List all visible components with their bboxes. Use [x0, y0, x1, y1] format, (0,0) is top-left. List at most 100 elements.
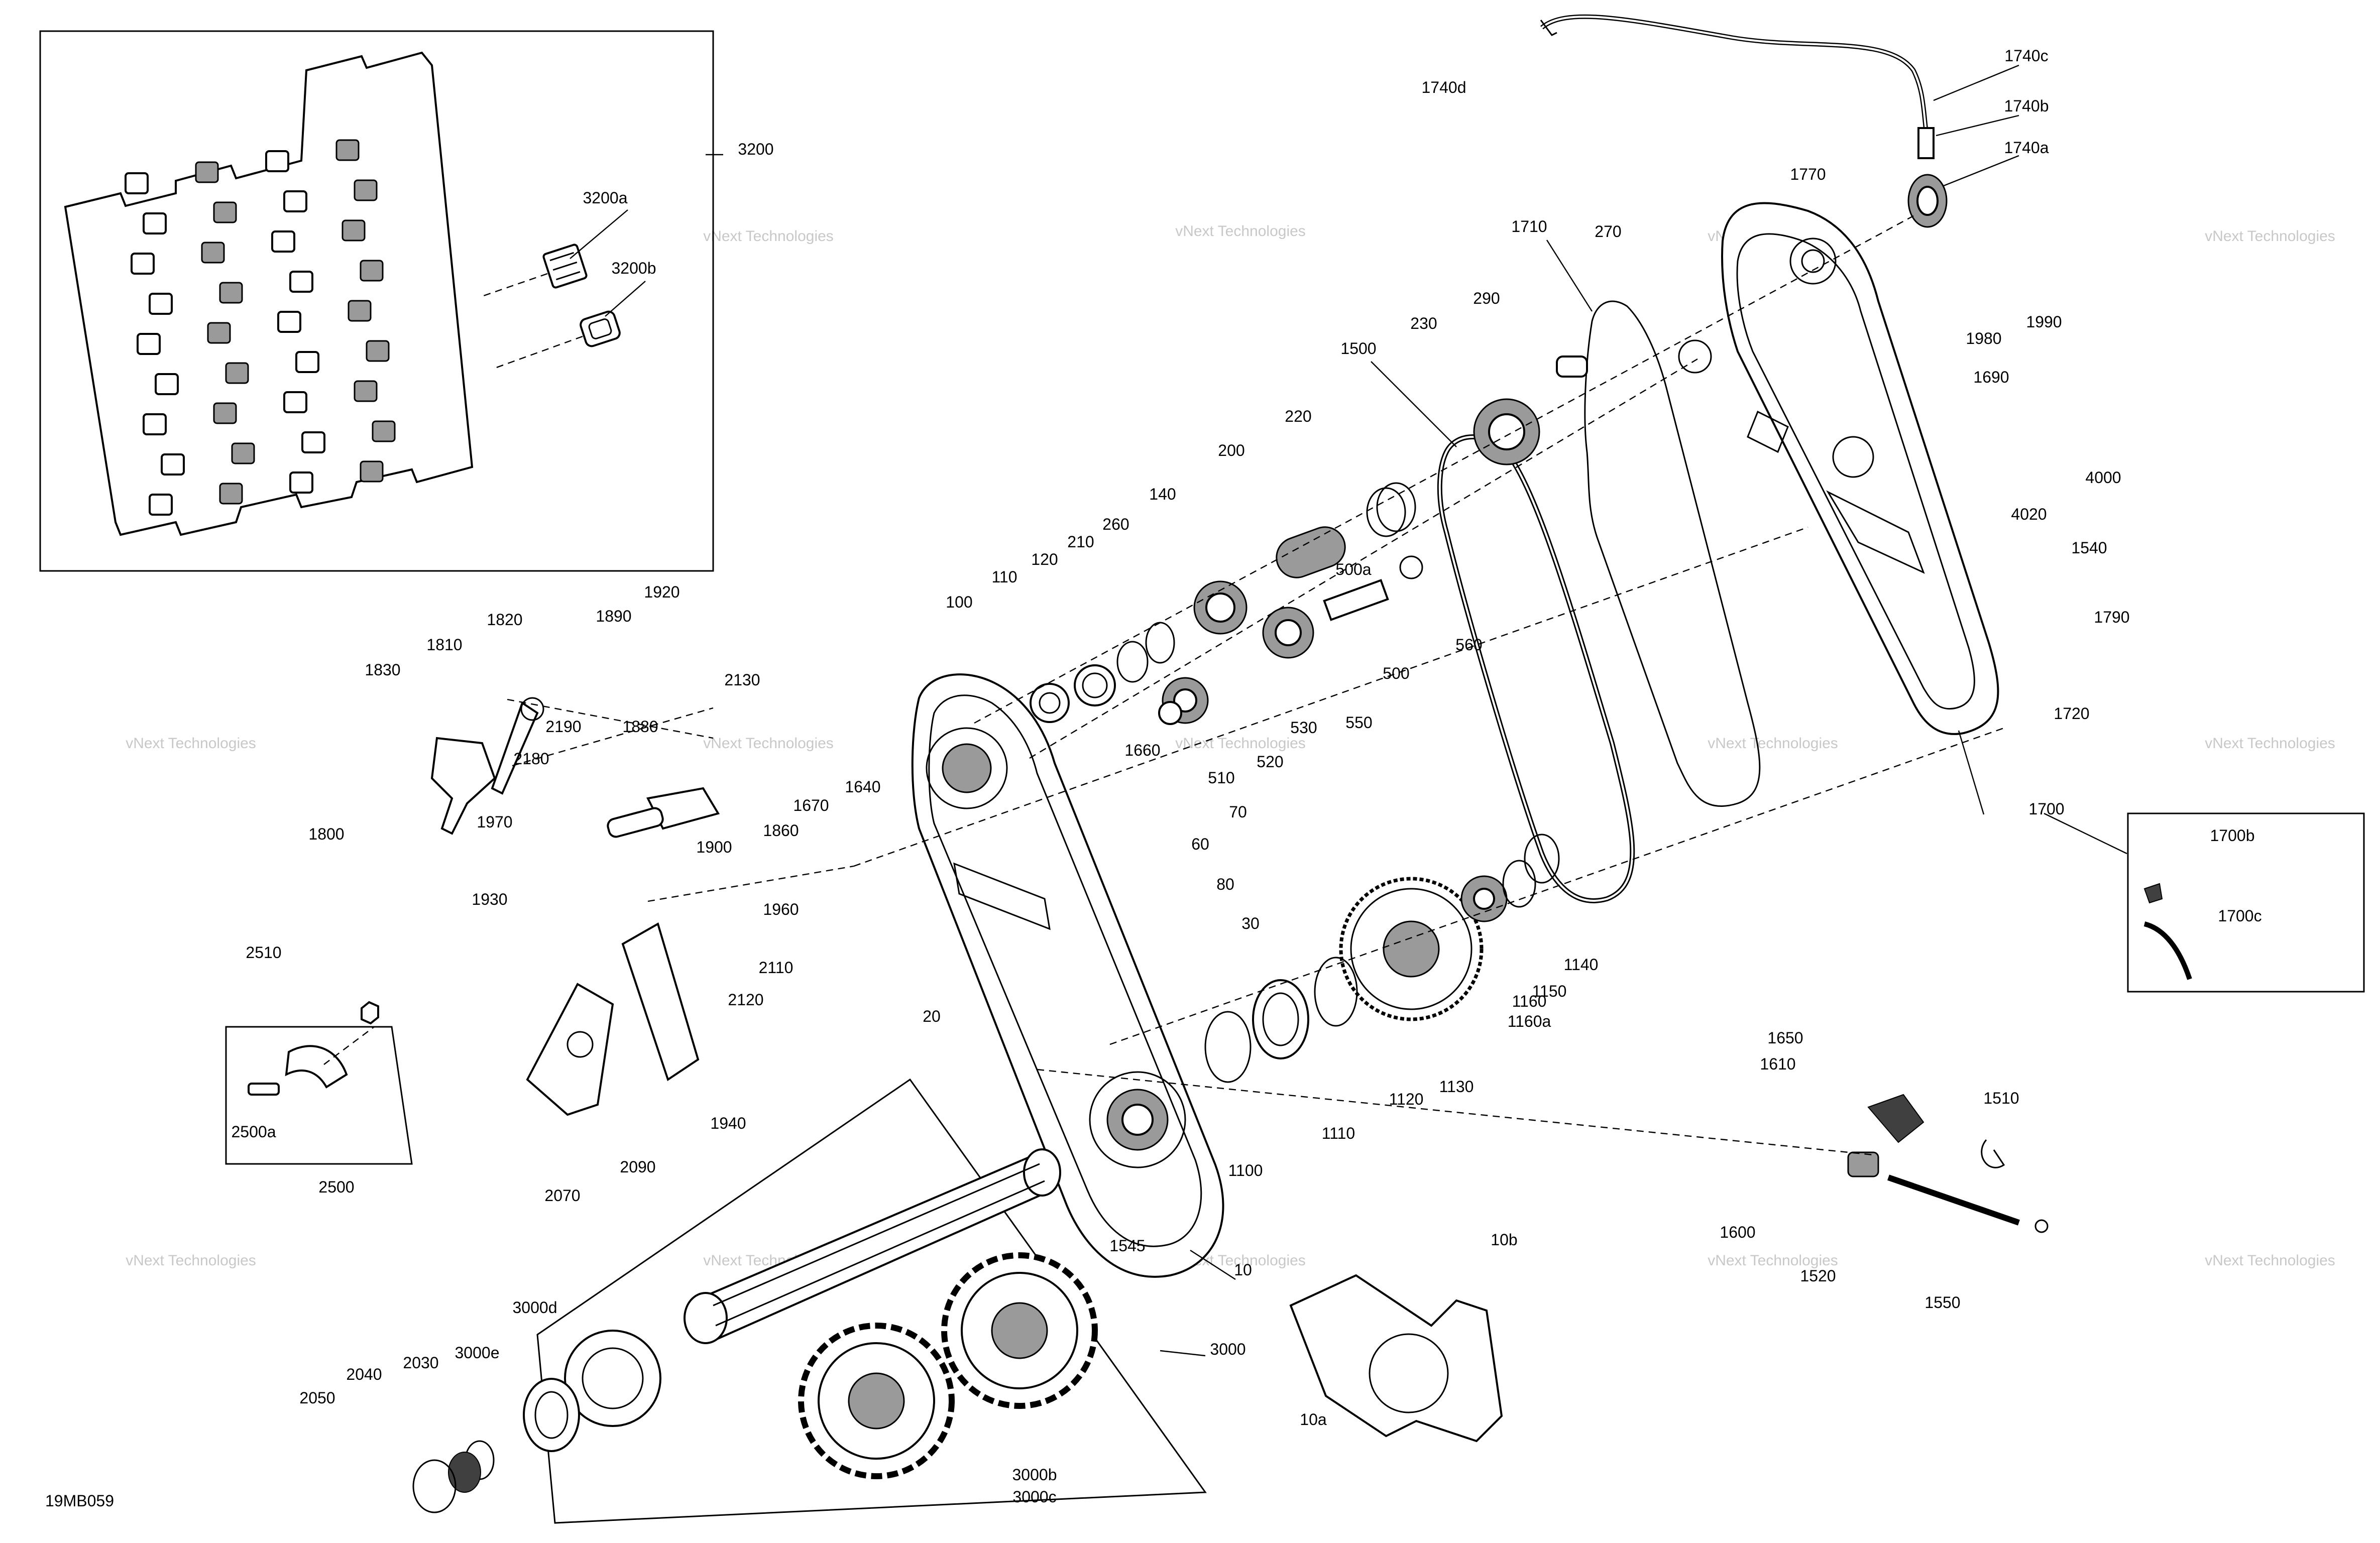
diagram-code: 19MB059 — [45, 1492, 114, 1510]
track-lug — [295, 351, 319, 373]
callout-label: 4020 — [2011, 505, 2047, 523]
callout-label: 1110 — [1322, 1124, 1355, 1142]
callout-label: 10b — [1491, 1231, 1517, 1249]
callout-label: 2500 — [318, 1178, 354, 1196]
callout-label: 1130 — [1439, 1078, 1474, 1096]
callout-label: 230 — [1410, 314, 1437, 332]
nut-2040 — [448, 1452, 481, 1493]
track-lug — [360, 260, 384, 282]
pin-2500a — [248, 1083, 280, 1096]
track-lug — [225, 362, 249, 384]
callout-label: 1550 — [1924, 1293, 1960, 1312]
chaincase-housing-10 — [911, 673, 1224, 1278]
callout-label: 1880 — [622, 718, 658, 736]
track-lug — [348, 300, 372, 322]
callout-label: 270 — [1595, 222, 1621, 241]
seal-3000e — [523, 1378, 580, 1452]
inset-3000-frame — [536, 1078, 1207, 1524]
callout-label: 210 — [1067, 533, 1094, 551]
callout-label: 560 — [1455, 636, 1482, 654]
track-lug — [354, 380, 378, 402]
sprocket-3000c — [941, 1252, 1098, 1409]
callout-label: 1720 — [2054, 704, 2089, 723]
callout-label: 1545 — [1109, 1237, 1145, 1255]
callout-label: 2190 — [545, 718, 581, 736]
bearing-flange-3000d — [564, 1330, 661, 1427]
callout-label: 2180 — [513, 750, 549, 768]
callout-label: 1900 — [696, 838, 732, 856]
track-lug — [271, 230, 295, 253]
track-lug — [283, 391, 307, 413]
circlip-2050 — [412, 1459, 457, 1513]
svg-text:vNext Technologies: vNext Technologies — [1175, 223, 1306, 240]
nut-2510 — [361, 1001, 379, 1025]
track-lugs — [125, 139, 396, 516]
callout-label: 1660 — [1124, 741, 1160, 759]
track-lug — [342, 219, 366, 242]
svg-text:vNext Technologies: vNext Technologies — [1708, 735, 1838, 752]
callout-label: 1980 — [1966, 329, 2001, 347]
callout-label: 1700b — [2210, 826, 2255, 845]
svg-text:vNext Technologies: vNext Technologies — [1175, 735, 1306, 752]
callout-label: 1120 — [1389, 1090, 1424, 1108]
callout-label: 10 — [1234, 1261, 1252, 1279]
svg-text:vNext Technologies: vNext Technologies — [703, 735, 834, 752]
callout-label: 1740b — [2004, 97, 2049, 115]
track-lug — [143, 413, 167, 435]
callout-label: 20 — [923, 1007, 941, 1025]
bearing-plate-10a — [1289, 1274, 1503, 1443]
callout-label: 1920 — [644, 583, 679, 601]
shift-linkage — [430, 697, 720, 1116]
callout-label: 60 — [1191, 835, 1209, 853]
callout-label: 1600 — [1720, 1223, 1755, 1241]
chaincase-cover-1700 — [1721, 202, 1999, 735]
callout-label: 1930 — [472, 890, 507, 908]
callout-label: 3000d — [513, 1298, 557, 1317]
callout-label: 200 — [1218, 441, 1244, 459]
track-lug — [155, 373, 179, 395]
axis-lines — [323, 215, 2004, 1156]
callout-label: 1740c — [2004, 47, 2048, 65]
block-1600 — [1847, 1151, 1879, 1177]
track-lug — [131, 253, 155, 275]
callout-label: 220 — [1285, 407, 1311, 425]
clip-1700b — [2143, 883, 2163, 904]
track-lug — [149, 293, 173, 315]
track-lug — [289, 471, 313, 494]
svg-text:vNext Technologies: vNext Technologies — [703, 228, 834, 245]
callout-label: 3000b — [1012, 1466, 1057, 1484]
callout-label: 510 — [1208, 769, 1234, 787]
sprocket-3000b — [798, 1323, 955, 1479]
callout-label: 1740a — [2004, 139, 2049, 157]
watermark: vNext Technologies — [703, 228, 834, 245]
callout-label: 1710 — [1511, 217, 1547, 235]
callout-label: 110 — [991, 568, 1017, 586]
callout-label: 1500 — [1340, 339, 1376, 358]
callout-label: 3200 — [738, 140, 773, 158]
control-cable-1740 — [1540, 14, 1948, 228]
track-lug — [125, 172, 149, 194]
callout-label: 2070 — [544, 1186, 580, 1205]
leader-lines — [570, 64, 2127, 1357]
track-lug — [289, 271, 313, 293]
callout-label: 1520 — [1800, 1267, 1836, 1285]
track-lug — [277, 311, 301, 333]
callout-label: 1540 — [2071, 539, 2107, 557]
callout-label: 1700c — [2218, 907, 2261, 925]
track-lug — [219, 483, 243, 505]
callout-label: 1140 — [1564, 956, 1599, 974]
callout-label: 1650 — [1767, 1029, 1803, 1047]
watermark: vNext Technologies — [1708, 1252, 1838, 1269]
hose-1700c — [2143, 921, 2192, 980]
callout-label: 530 — [1290, 719, 1317, 737]
track-lug — [219, 282, 243, 304]
watermark: vNext Technologies — [2205, 735, 2335, 752]
callout-label: 1690 — [1973, 368, 2009, 386]
callout-label: 1790 — [2094, 608, 2129, 626]
callout-label: 1990 — [2026, 313, 2062, 331]
inset-1700-frame — [2127, 812, 2365, 993]
ring-1550 — [2034, 1219, 2049, 1233]
track-inset-frame — [39, 30, 714, 572]
callout-label: 1810 — [426, 636, 462, 654]
